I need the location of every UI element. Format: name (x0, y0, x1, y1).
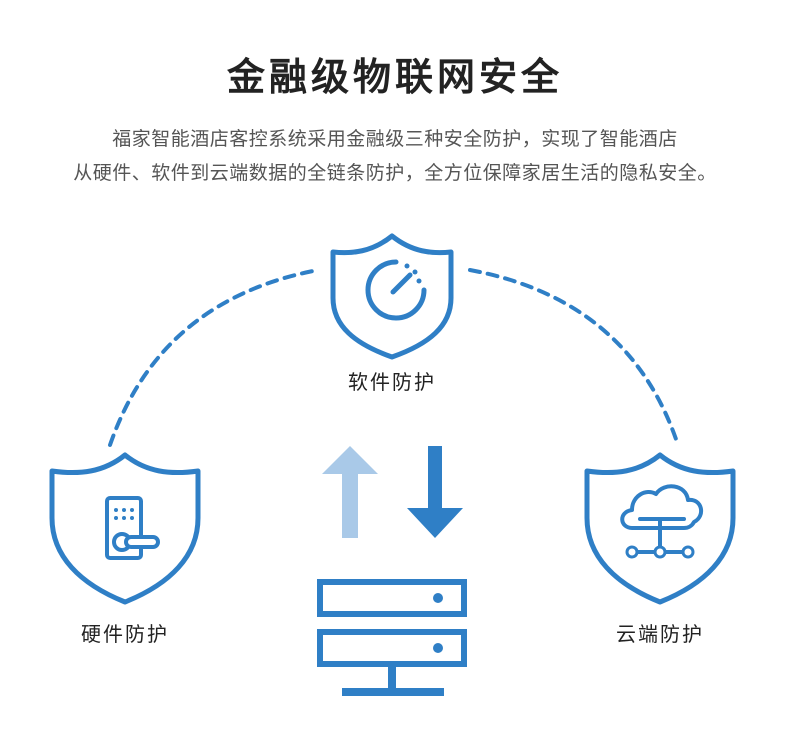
smart-lock-icon (105, 496, 160, 560)
arrow-down-icon (407, 446, 463, 538)
hardware-shield (49, 452, 201, 605)
software-shield (330, 233, 454, 360)
gauge-icon (365, 259, 427, 321)
cloud-network-icon (620, 484, 704, 559)
software-protection-label: 软件防护 (348, 370, 436, 394)
description-line-2: 从硬件、软件到云端数据的全链条防护，全方位保障家居生活的隐私安全。 (73, 162, 717, 184)
server-icon (317, 579, 467, 696)
hardware-protection-label: 硬件防护 (81, 622, 169, 646)
arrow-up-icon (322, 446, 378, 538)
cloud-protection-label: 云端防护 (616, 622, 704, 646)
page-title: 金融级物联网安全 (226, 55, 563, 99)
connection-arc (108, 268, 680, 447)
description-line-1: 福家智能酒店客控系统采用金融级三种安全防护，实现了智能酒店 (112, 128, 678, 150)
